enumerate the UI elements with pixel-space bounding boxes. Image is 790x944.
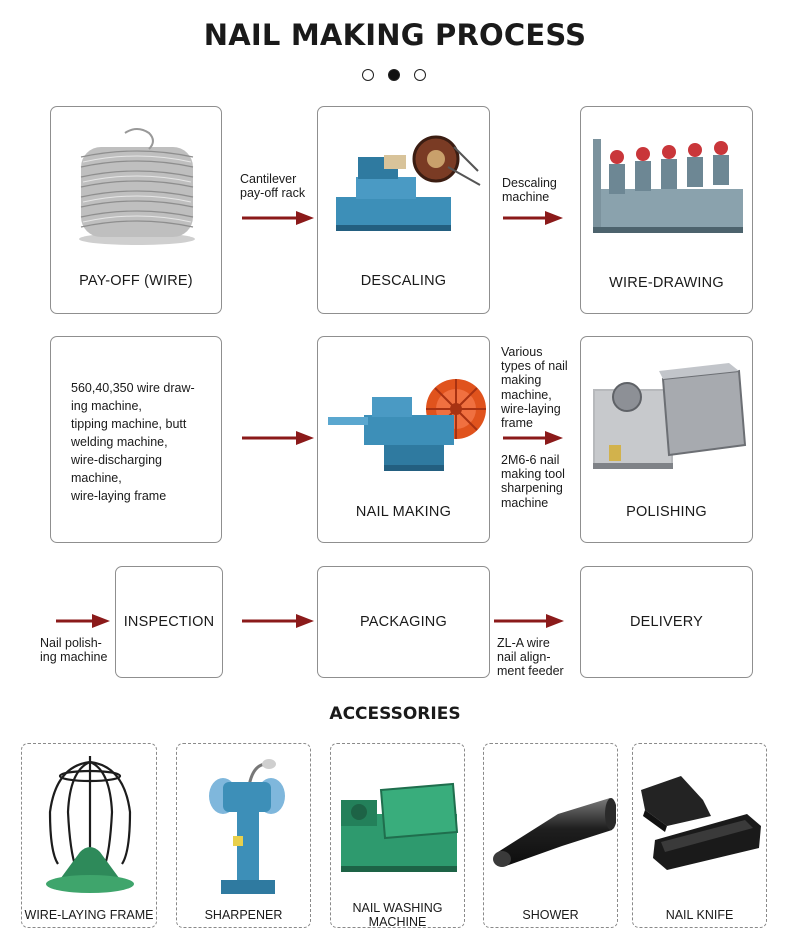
note-line: wire-laying	[501, 401, 561, 416]
arrow-right-icon	[503, 211, 563, 225]
note-line: pay-off rack	[240, 186, 306, 200]
list-line: wire-laying frame	[71, 489, 167, 503]
note-line: Cantilever	[240, 172, 297, 186]
arrow-right-icon	[242, 614, 314, 628]
arrow-right-icon	[242, 431, 314, 445]
carousel-dot-2-active[interactable]	[388, 69, 400, 81]
step-descaling-card: DESCALING	[317, 106, 490, 314]
step-nail-making-card: NAIL MAKING	[317, 336, 490, 543]
step-delivery-label: DELIVERY	[629, 614, 704, 630]
page-title: NAIL MAKING PROCESS	[203, 18, 587, 52]
arrow-right-icon	[56, 614, 110, 628]
step-wire-drawing-label: WIRE-DRAWING	[609, 275, 724, 291]
nail-washing-machine-image	[337, 774, 461, 874]
step-payoff-label: PAY-OFF (WIRE)	[79, 273, 193, 289]
step-payoff-card: PAY-OFF (WIRE)	[50, 106, 222, 314]
polishing-machine-image	[589, 359, 747, 471]
carousel-dot-3[interactable]	[414, 69, 426, 81]
list-line: tipping machine, butt	[71, 417, 187, 431]
note-various: Various types of nail making machine, wi…	[501, 345, 568, 430]
step-nail-making-label: NAIL MAKING	[355, 504, 452, 520]
carousel-dots	[362, 69, 432, 81]
list-line: ing machine,	[71, 399, 142, 413]
list-line: welding machine,	[71, 435, 168, 449]
accessory-label: SHOWER	[522, 908, 579, 922]
step-polishing-card: POLISHING	[580, 336, 753, 543]
note-feeder: ZL-A wire nail align- ment feeder	[497, 636, 564, 678]
list-line: machine,	[71, 471, 122, 485]
note-line: machine	[502, 190, 550, 204]
step-descaling-label: DESCALING	[360, 273, 447, 289]
note-line: Nail polish-	[40, 636, 102, 650]
machines-list-card: 560,40,350 wire draw- ing machine, tippi…	[50, 336, 222, 543]
arrow-right-icon	[494, 614, 564, 628]
shower-image	[488, 780, 616, 870]
accessory-label: NAIL KNIFE	[665, 908, 734, 922]
accessory-nail-knife: NAIL KNIFE	[632, 743, 767, 928]
note-line: Descaling	[502, 176, 557, 190]
accessories-title: ACCESSORIES	[329, 704, 461, 724]
note-polish: Nail polish- ing machine	[40, 636, 107, 664]
arrow-right-icon	[242, 211, 314, 225]
note-line: machine	[501, 495, 549, 510]
list-line: 560,40,350 wire draw-	[71, 381, 195, 395]
accessory-shower: SHOWER	[483, 743, 618, 928]
note-line: machine,	[501, 387, 552, 402]
sharpener-image	[193, 756, 297, 902]
note-line: frame	[501, 416, 533, 431]
step-packaging-card: PACKAGING	[317, 566, 490, 678]
note-line: types of nail	[501, 359, 568, 374]
machines-list-text: 560,40,350 wire draw- ing machine, tippi…	[71, 379, 195, 505]
note-line: ZL-A wire	[497, 636, 550, 650]
wire-drawing-machine-image	[589, 129, 749, 239]
note-line: ment feeder	[497, 664, 564, 678]
step-delivery-card: DELIVERY	[580, 566, 753, 678]
step-wire-drawing-card: WIRE-DRAWING	[580, 106, 753, 314]
accessory-nail-washing-machine: NAIL WASHING MACHINE	[330, 743, 465, 929]
note-line: nail align-	[497, 650, 551, 664]
accessory-label: WIRE-LAYING FRAME	[24, 908, 154, 922]
wire-coil-image	[69, 127, 205, 247]
accessory-label-line: MACHINE	[368, 915, 427, 929]
note-line: Various	[501, 345, 543, 359]
note-sharpening: 2M6-6 nail making tool sharpening machin…	[501, 453, 565, 510]
note-descaling-machine: Descaling machine	[502, 176, 557, 204]
arrow-right-icon	[503, 431, 563, 445]
note-line: making	[501, 373, 542, 388]
step-inspection-card: INSPECTION	[115, 566, 223, 678]
accessory-sharpener: SHARPENER	[176, 743, 311, 928]
step-inspection-label: INSPECTION	[123, 614, 215, 630]
accessory-label-line: NAIL WASHING	[352, 901, 443, 915]
step-polishing-label: POLISHING	[626, 504, 707, 520]
step-packaging-label: PACKAGING	[360, 614, 447, 630]
nail-knife-image	[637, 770, 765, 880]
note-line: 2M6-6 nail	[501, 453, 560, 467]
nail-making-machine-image	[324, 367, 486, 477]
list-line: wire-discharging	[71, 453, 163, 467]
note-line: ing machine	[40, 650, 108, 664]
wire-laying-frame-image	[36, 752, 144, 898]
accessory-label: SHARPENER	[204, 908, 283, 922]
carousel-dot-1[interactable]	[362, 69, 374, 81]
note-line: making tool	[501, 467, 565, 482]
note-line: sharpening	[501, 481, 563, 496]
descaling-machine-image	[328, 127, 484, 237]
note-cantilever: Cantilever pay-off rack	[240, 172, 305, 200]
accessory-wire-laying-frame: WIRE-LAYING FRAME	[21, 743, 157, 928]
accessory-label: NAIL WASHING MACHINE	[331, 901, 464, 929]
